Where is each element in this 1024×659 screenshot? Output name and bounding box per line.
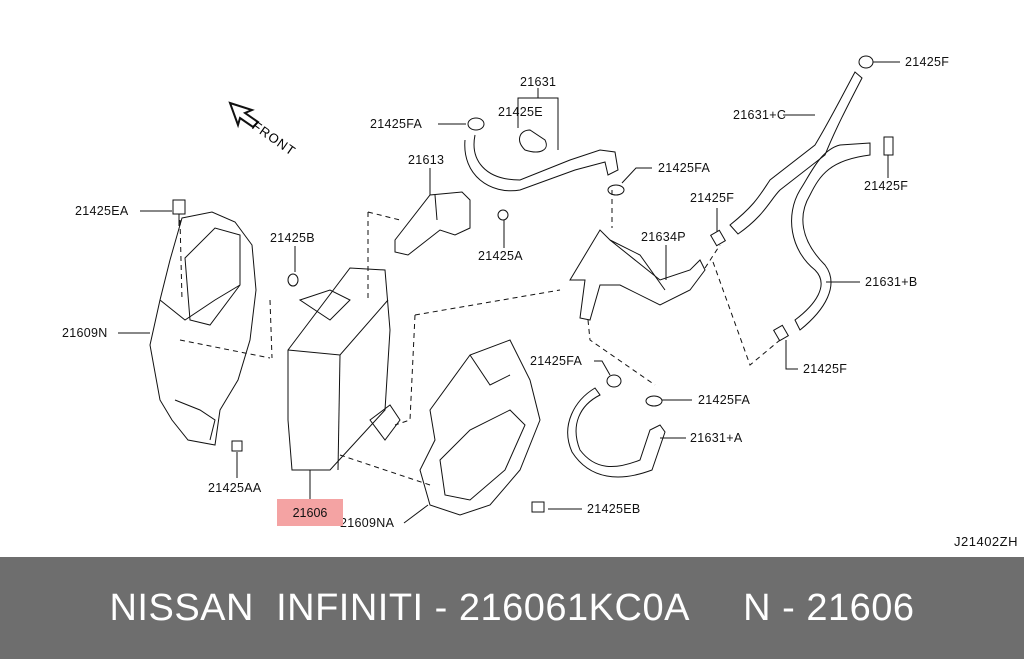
canister-21606 bbox=[179, 211, 561, 486]
part-label: 21425FA bbox=[698, 393, 751, 407]
part-label: 21425F bbox=[690, 191, 735, 205]
part-label: 21425FA bbox=[370, 117, 423, 131]
part-label: 21631+C bbox=[733, 108, 787, 122]
part-label: 21425F bbox=[864, 179, 909, 193]
bracket-21613 bbox=[394, 168, 471, 256]
hose-21631a bbox=[567, 387, 666, 478]
part-label: 21425EB bbox=[587, 502, 641, 516]
part-label: 21425F bbox=[905, 55, 950, 69]
part-label: 21609NA bbox=[340, 516, 395, 530]
hose-21631c bbox=[729, 71, 863, 235]
leader-lines bbox=[118, 61, 900, 524]
clamps bbox=[231, 55, 894, 513]
part-label: 21425FA bbox=[530, 354, 583, 368]
duct-21609na bbox=[419, 339, 541, 516]
diagram-code: J21402ZH bbox=[954, 534, 1018, 549]
part-label: 21425B bbox=[270, 231, 315, 245]
part-label: 21425FA bbox=[658, 161, 711, 175]
duct-21609n bbox=[149, 211, 257, 446]
part-label: 21425AA bbox=[208, 481, 262, 495]
part-label: 21631 bbox=[520, 75, 557, 89]
hose-21631b bbox=[791, 142, 871, 331]
tube-21634p bbox=[569, 190, 781, 386]
clip-21425ea bbox=[172, 199, 186, 226]
highlighted-part-label[interactable]: 21606 bbox=[277, 499, 343, 526]
part-label: 21425A bbox=[478, 249, 523, 263]
front-arrow-icon bbox=[228, 101, 260, 129]
part-label: 21609N bbox=[62, 326, 108, 340]
parts-diagram bbox=[118, 55, 900, 524]
part-label: 21425E bbox=[498, 105, 543, 119]
part-number-caption: NISSAN INFINITI - 216061KC0A N - 21606 bbox=[109, 586, 915, 629]
hose-21631 bbox=[464, 129, 619, 192]
part-label: 21425F bbox=[803, 362, 848, 376]
footer-banner: NISSAN INFINITI - 216061KC0A N - 21606 bbox=[0, 557, 1024, 659]
part-label: 21631+B bbox=[865, 275, 918, 289]
part-label: 21425EA bbox=[75, 204, 129, 218]
part-label: 21631+A bbox=[690, 431, 743, 445]
part-label: 21634P bbox=[641, 230, 686, 244]
part-label: 21613 bbox=[408, 153, 445, 167]
